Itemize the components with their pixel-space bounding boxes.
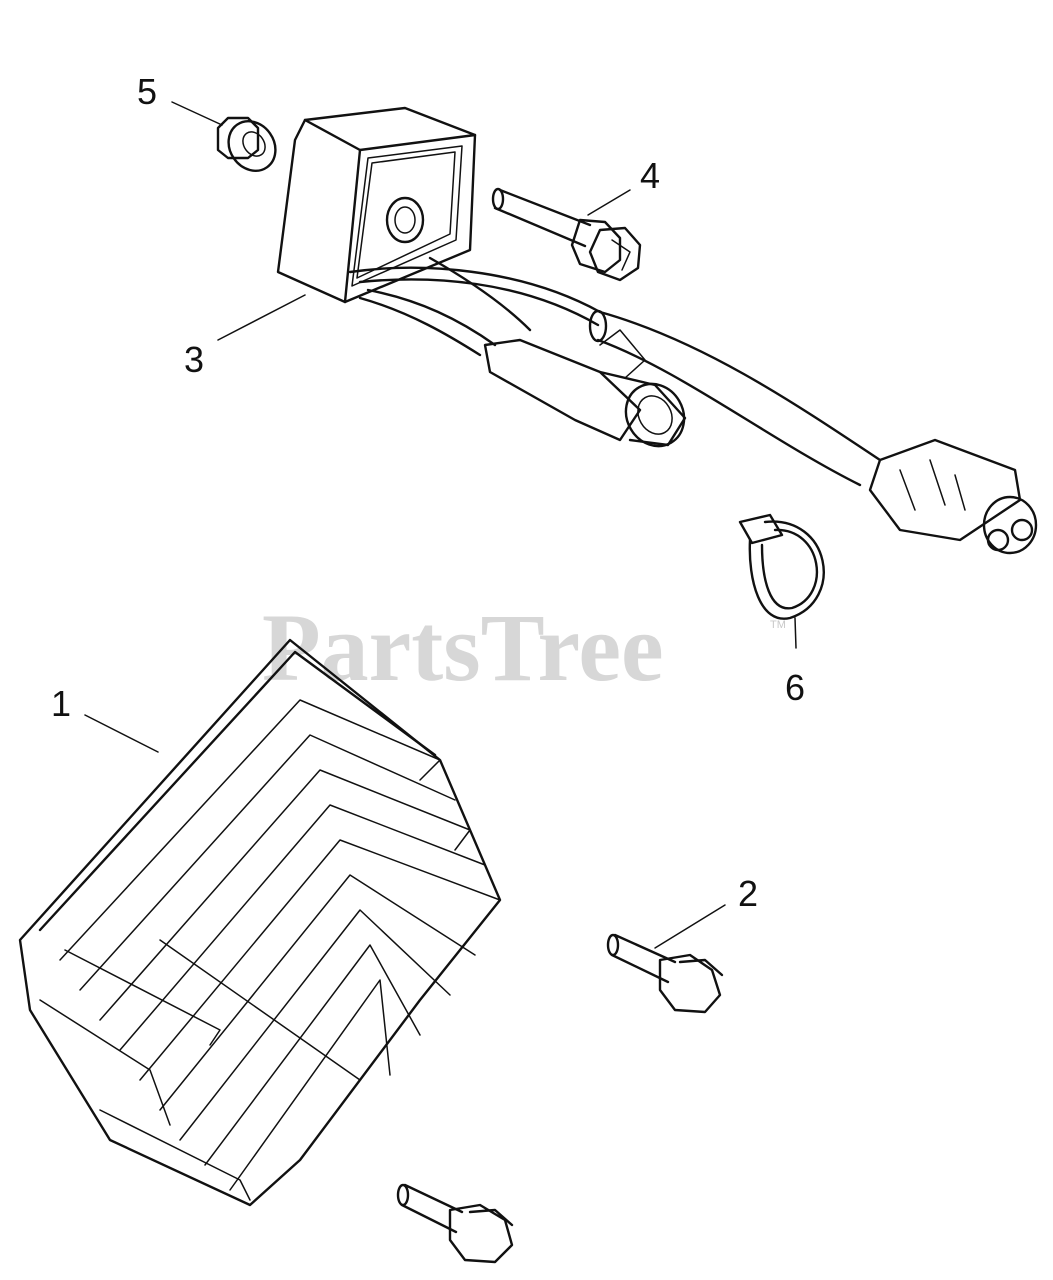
part-heat-sink[interactable] bbox=[18, 638, 502, 1207]
leader-1 bbox=[84, 714, 159, 753]
callout-5: 5 bbox=[137, 71, 157, 112]
leader-6 bbox=[794, 617, 797, 649]
watermark: PartsTree TM bbox=[262, 594, 786, 701]
watermark-text: PartsTree bbox=[262, 594, 664, 701]
leader-4 bbox=[587, 189, 631, 216]
part-cable-tie[interactable] bbox=[738, 513, 825, 620]
callout-1: 1 bbox=[51, 683, 71, 724]
callout-labels: 1 2 3 4 5 6 bbox=[51, 71, 805, 914]
callout-3: 3 bbox=[184, 339, 204, 380]
part-flange-bolt-lower-2[interactable] bbox=[396, 1183, 514, 1264]
part-regulator-harness[interactable] bbox=[276, 106, 1038, 555]
leader-2 bbox=[654, 904, 726, 949]
watermark-trademark: TM bbox=[770, 619, 786, 631]
callout-4: 4 bbox=[640, 155, 660, 196]
leader-lines bbox=[84, 101, 797, 949]
part-flange-bolt-upper[interactable] bbox=[491, 187, 642, 282]
leader-5 bbox=[171, 101, 223, 126]
callout-2: 2 bbox=[738, 873, 758, 914]
part-flange-bolt-lower-1[interactable] bbox=[606, 933, 724, 1014]
part-flange-nut[interactable] bbox=[216, 112, 285, 180]
callout-6: 6 bbox=[785, 667, 805, 708]
leader-3 bbox=[217, 294, 306, 341]
